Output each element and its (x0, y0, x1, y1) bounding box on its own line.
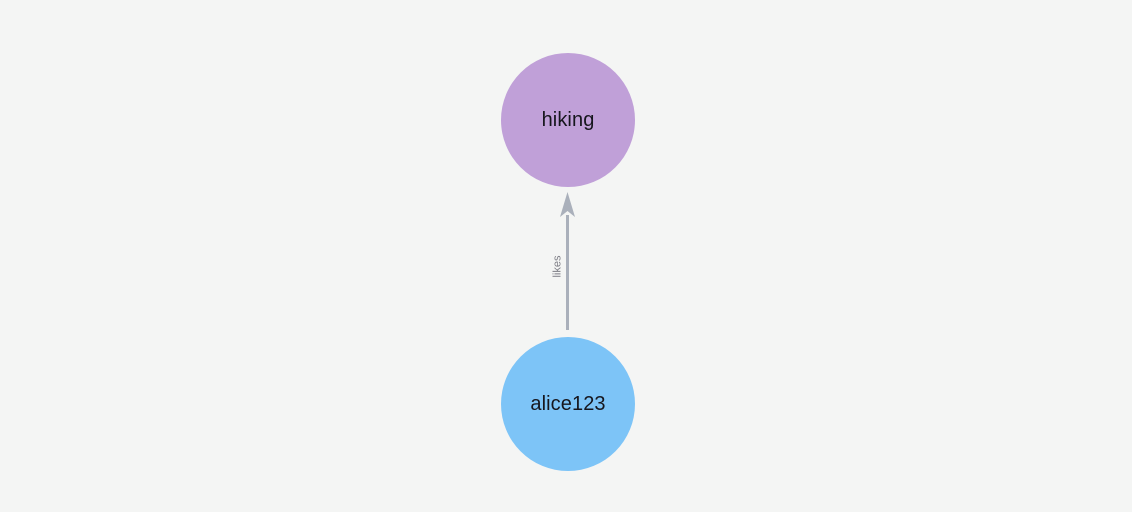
graph-node-label: alice123 (530, 393, 606, 415)
arrow-up-icon (560, 192, 575, 217)
graph-node-alice123[interactable]: alice123 (501, 337, 635, 471)
graph-node-label: hiking (541, 109, 595, 131)
graph-node-hiking[interactable]: hiking (501, 53, 635, 187)
edge-label-likes: likes (551, 255, 564, 278)
